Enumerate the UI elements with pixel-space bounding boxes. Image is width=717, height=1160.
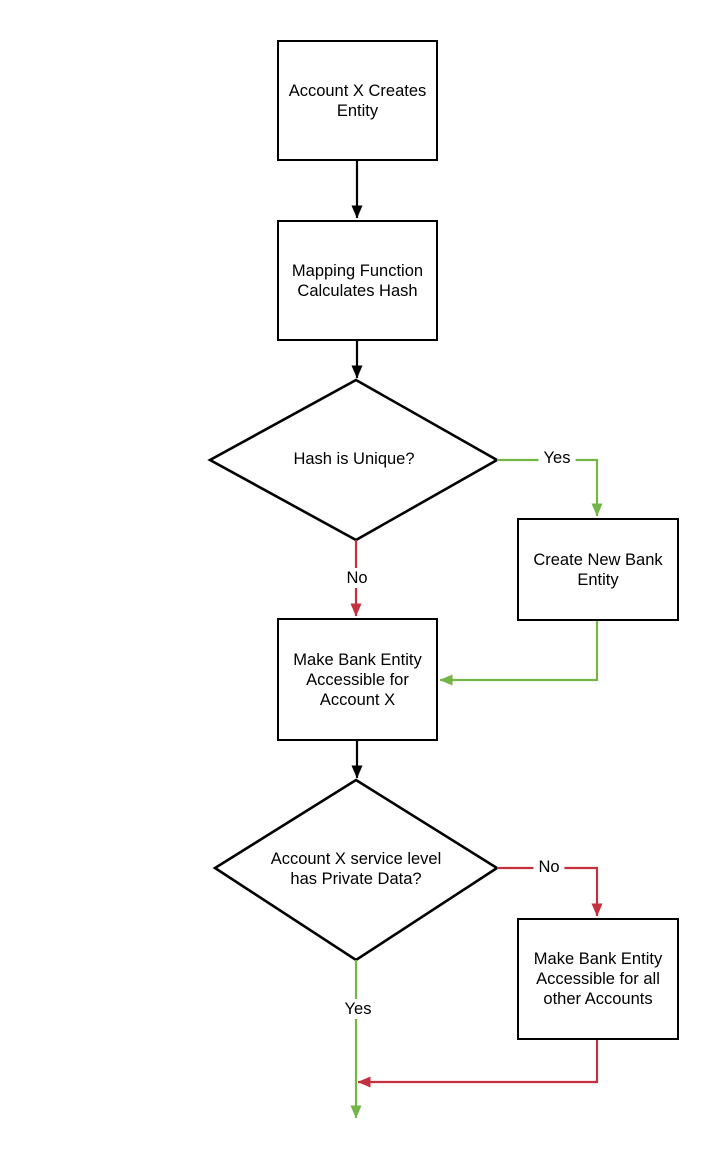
- node-label-line: Entity: [577, 570, 619, 589]
- node-label-line: Account X service level: [270, 850, 442, 868]
- node-mapping-function-calculates-hash: Mapping Function Calculates Hash: [277, 220, 438, 341]
- edge-no-private-data-to-accessible-all: [497, 866, 603, 917]
- node-label-line: Hash is Unique?: [293, 450, 415, 468]
- edge-label-yes: Yes: [339, 999, 377, 1019]
- edge-create-bank-to-accessible-x: [439, 621, 599, 686]
- edge-label-no: No: [341, 568, 373, 588]
- node-label-line: other Accounts: [543, 990, 653, 1008]
- node-create-new-bank-entity: Create New Bank Entity: [517, 518, 679, 621]
- node-label-line: Create New Bank: [533, 550, 663, 569]
- node-make-bank-entity-accessible-for-account-x: Make Bank Entity Accessible for Account …: [277, 618, 438, 741]
- node-label-line: Make Bank Entity: [293, 650, 422, 669]
- node-label-line: Account X: [319, 690, 396, 709]
- edge-accessible-all-to-exit: [357, 1040, 599, 1088]
- node-make-bank-entity-accessible-for-all: Make Bank Entity Accessible for all othe…: [517, 918, 679, 1040]
- node-label-line: Calculates Hash: [297, 281, 418, 300]
- decision-private-data-label: Account X service level has Private Data…: [251, 838, 461, 900]
- node-label-line: Accessible for all: [536, 970, 660, 988]
- edge-label-yes: Yes: [538, 448, 576, 468]
- node-label-line: Make Bank Entity: [533, 950, 663, 968]
- node-label-line: Account X Creates: [288, 81, 427, 100]
- edge-yes-hash-to-create-bank: [497, 458, 603, 517]
- node-label-line: has Private Data?: [290, 870, 422, 888]
- edge-label-no: No: [533, 857, 565, 877]
- node-account-creates-entity: Account X Creates Entity: [277, 40, 438, 161]
- node-label-line: Accessible for: [306, 670, 409, 689]
- node-label-line: Mapping Function: [291, 261, 424, 280]
- node-label-line: Entity: [336, 101, 379, 120]
- decision-hash-unique-label: Hash is Unique?: [254, 438, 454, 480]
